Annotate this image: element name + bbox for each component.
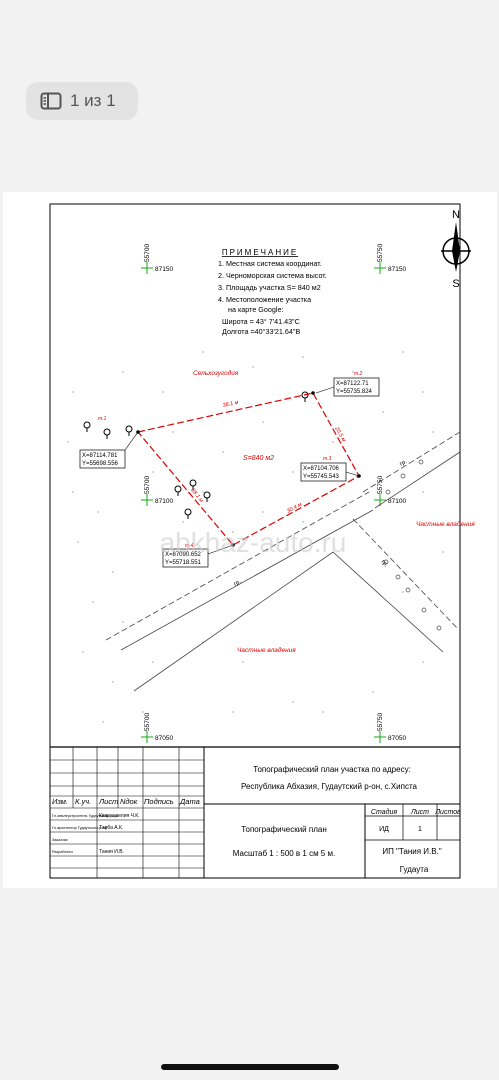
grid-crosses <box>141 262 386 743</box>
svg-text:Дата: Дата <box>179 797 200 806</box>
svg-text:т.4: т.4 <box>185 543 193 549</box>
svg-text:Заказчик: Заказчик <box>52 838 68 842</box>
svg-text:55700: 55700 <box>144 244 151 262</box>
note-lines: 1. Местная система координат. 2. Черномо… <box>218 259 327 336</box>
compass-icon: N S <box>441 209 471 290</box>
plot-vertices <box>136 391 361 547</box>
svg-text:N: N <box>452 209 460 221</box>
plan-address-title: Топографический план участка по адресу: <box>253 765 411 774</box>
svg-text:S: S <box>452 278 459 290</box>
note-line: 4. Местоположение участка <box>218 295 311 304</box>
svg-text:38.1 м: 38.1 м <box>222 400 239 409</box>
svg-text:55750: 55750 <box>377 713 384 731</box>
svg-text:т.1: т.1 <box>98 416 106 422</box>
svg-text:т.2: т.2 <box>354 371 362 377</box>
svg-text:1: 1 <box>418 826 422 833</box>
note-title: ПРИМЕЧАНИЕ <box>222 248 298 257</box>
svg-text:X=87090.652: X=87090.652 <box>165 552 202 558</box>
svg-text:Y=55718.551: Y=55718.551 <box>165 560 202 566</box>
title-block <box>50 746 460 878</box>
stamp-headers: Изм. К.уч. Лист Nдок Подпись Дата <box>52 797 200 806</box>
note-line: на карте Google: <box>228 305 283 314</box>
road-markers <box>383 459 442 631</box>
svg-text:Подпись: Подпись <box>144 797 174 806</box>
note-line: Широта = 43° 7'41.43"С <box>222 317 300 326</box>
svg-text:Лист: Лист <box>98 797 118 806</box>
road-lines <box>105 431 461 692</box>
document-pages-icon <box>40 92 62 110</box>
svg-text:Лист: Лист <box>410 809 429 816</box>
svg-text:Изм.: Изм. <box>52 797 68 806</box>
area-label: S=840 м2 <box>243 455 274 462</box>
svg-text:Тарба А.К.: Тарба А.К. <box>99 825 123 831</box>
stamp-sheet-info: Стадия Лист Листов ИД 1 ИП "Тания И.В." … <box>371 808 461 874</box>
svg-text:X=87122.71: X=87122.71 <box>336 381 369 387</box>
note-line: 2. Черноморская система высот. <box>218 271 327 280</box>
svg-text:Разработал: Разработал <box>52 850 73 854</box>
svg-text:55750: 55750 <box>377 244 384 262</box>
svg-text:55700: 55700 <box>144 713 151 731</box>
svg-text:Кварацхелия Ч.К.: Кварацхелия Ч.К. <box>99 813 140 819</box>
svg-text:X=87114.781: X=87114.781 <box>82 453 118 459</box>
page-counter[interactable]: 1 из 1 <box>26 82 138 120</box>
document-page: ПРИМЕЧАНИЕ 1. Местная система координат.… <box>3 192 497 888</box>
city-name: Гудаута <box>400 865 429 874</box>
svg-text:87050: 87050 <box>388 735 406 742</box>
organization-name: ИП "Тания И.В." <box>382 847 442 856</box>
land-label: Сельхозугодия <box>193 369 239 377</box>
scale-label: Масштаб 1 : 500 в 1 см 5 м. <box>233 849 335 858</box>
svg-text:Тания И.В.: Тания И.В. <box>99 849 124 855</box>
svg-text:30.4 м: 30.4 м <box>286 502 303 515</box>
svg-text:Nдок: Nдок <box>120 797 138 806</box>
point-coordinates: т.1 X=87114.781 Y=55698.556 т.2 X=87122.… <box>79 371 380 568</box>
svg-text:т.3: т.3 <box>323 456 331 462</box>
home-indicator[interactable] <box>161 1064 339 1070</box>
svg-text:ИД: ИД <box>379 826 389 833</box>
svg-text:Гл.землеустроитель Гудаутского: Гл.землеустроитель Гудаутского р-на <box>52 814 119 818</box>
svg-text:Y=55698.556: Y=55698.556 <box>82 461 119 467</box>
svg-text:87150: 87150 <box>155 266 173 273</box>
svg-text:55700: 55700 <box>144 476 151 494</box>
svg-text:Листов: Листов <box>434 809 461 816</box>
svg-text:87100: 87100 <box>155 498 173 505</box>
topographic-plan-drawing: ПРИМЕЧАНИЕ 1. Местная система координат.… <box>49 203 475 879</box>
svg-text:87050: 87050 <box>155 735 173 742</box>
svg-text:Стадия: Стадия <box>371 808 397 816</box>
private-land-label: Частные владения <box>416 520 475 528</box>
road-label: гр. <box>233 579 243 588</box>
svg-text:55750: 55750 <box>377 476 384 494</box>
svg-text:К.уч.: К.уч. <box>75 797 91 806</box>
svg-text:Гл.архитектор Гудаутского р-на: Гл.архитектор Гудаутского р-на <box>52 826 108 830</box>
grid-labels: 55700 87150 55750 87150 55700 87100 5575… <box>144 244 406 742</box>
document-title: Топографический план <box>241 825 327 834</box>
page-counter-label: 1 из 1 <box>70 91 116 110</box>
stamp-roles: Гл.землеустроитель Гудаутского р-на Квар… <box>52 813 140 855</box>
road-label: гр. <box>399 459 409 468</box>
svg-text:Y=55735.824: Y=55735.824 <box>336 389 373 395</box>
svg-text:87150: 87150 <box>388 266 406 273</box>
svg-text:X=87104.706: X=87104.706 <box>303 466 340 472</box>
road-label: гр. <box>380 559 390 569</box>
svg-text:Y=55745.543: Y=55745.543 <box>303 474 340 480</box>
plan-address-line: Республика Абхазия, Гудаутский р-он, с.Х… <box>241 782 418 791</box>
private-land-label: Частные владения <box>237 646 296 654</box>
watermark: abkhaz-auto.ru <box>160 527 347 558</box>
survey-dots <box>67 351 444 723</box>
note-line: Долгота =40°33'21.64"В <box>222 327 300 336</box>
note-line: 1. Местная система координат. <box>218 259 322 268</box>
svg-text:87100: 87100 <box>388 498 406 505</box>
tree-icons <box>83 391 309 519</box>
stamp-titles: Топографический план участка по адресу: … <box>233 765 418 858</box>
note-line: 3. Площадь участка S= 840 м2 <box>218 283 321 292</box>
